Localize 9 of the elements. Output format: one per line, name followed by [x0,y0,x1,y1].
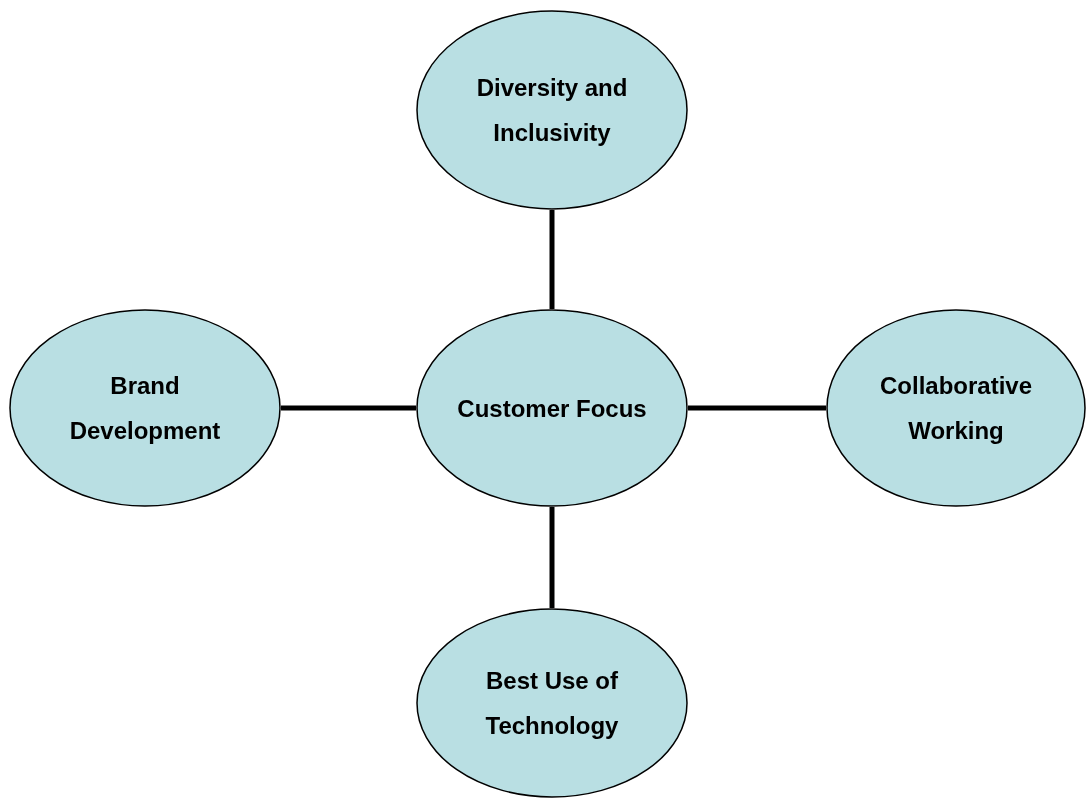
topic-label: Collaborative Working [878,371,1033,446]
topic-label: Best Use of Technology [484,666,620,741]
topic-label: Diversity and Inclusivity [475,73,629,148]
connector-line [281,405,416,411]
connector-line [549,507,555,608]
connector-line [688,405,826,411]
topic-label: Customer Focus [457,393,647,424]
connector-line [549,210,555,309]
topic-label: Brand Development [68,371,222,446]
